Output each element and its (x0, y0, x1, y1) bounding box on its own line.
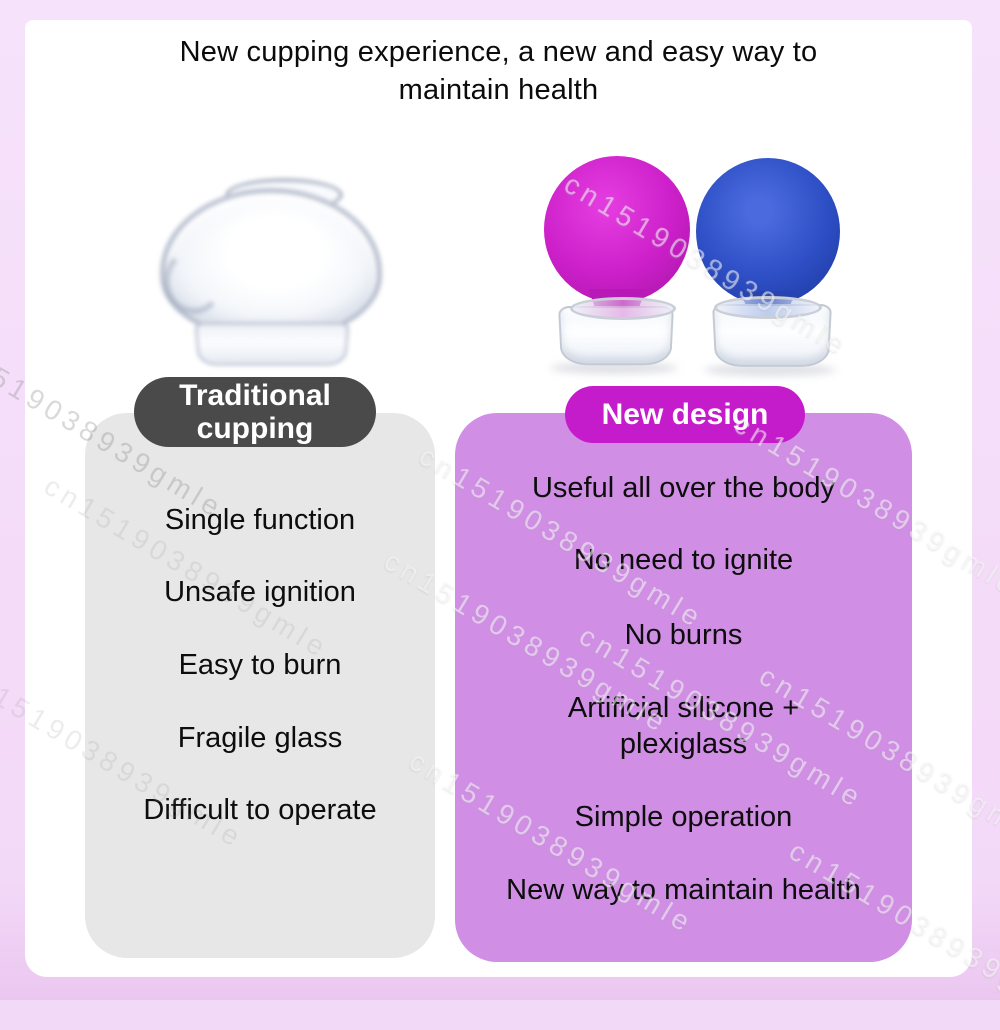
glass-jar-reflection (164, 248, 224, 314)
new-design-badge: New design (565, 386, 805, 443)
new-design-item: Simple operation (574, 801, 793, 833)
magenta-cup-ring (570, 297, 676, 320)
blue-cup-shadow (704, 364, 836, 376)
traditional-cupping-badge-label: Traditional cupping (179, 379, 331, 445)
traditional-cupping-badge: Traditional cupping (134, 377, 376, 447)
new-design-item: Useful all over the body (531, 472, 836, 504)
blue-silicone-ball (696, 158, 840, 305)
traditional-item: Easy to burn (178, 649, 342, 681)
new-design-badge-label: New design (601, 398, 769, 431)
traditional-item: Fragile glass (177, 722, 343, 754)
new-design-item: Artificial silicone + plexiglass (567, 692, 800, 760)
page-title: New cupping experience, a new and easy w… (25, 33, 972, 109)
traditional-item: Single function (164, 504, 356, 536)
new-design-panel (455, 413, 912, 962)
new-design-item: No need to ignite (573, 544, 794, 576)
traditional-glass-jar-image (150, 170, 390, 380)
blue-cup-ring (714, 296, 822, 319)
new-design-item: No burns (624, 619, 743, 651)
glass-jar-base (194, 322, 350, 366)
traditional-panel (85, 413, 435, 958)
page-title-text: New cupping experience, a new and easy w… (179, 36, 818, 106)
new-design-item: New way to maintain health (506, 874, 861, 906)
magenta-silicone-ball (544, 156, 690, 303)
traditional-item: Unsafe ignition (164, 576, 356, 608)
traditional-item: Difficult to operate (143, 794, 377, 826)
